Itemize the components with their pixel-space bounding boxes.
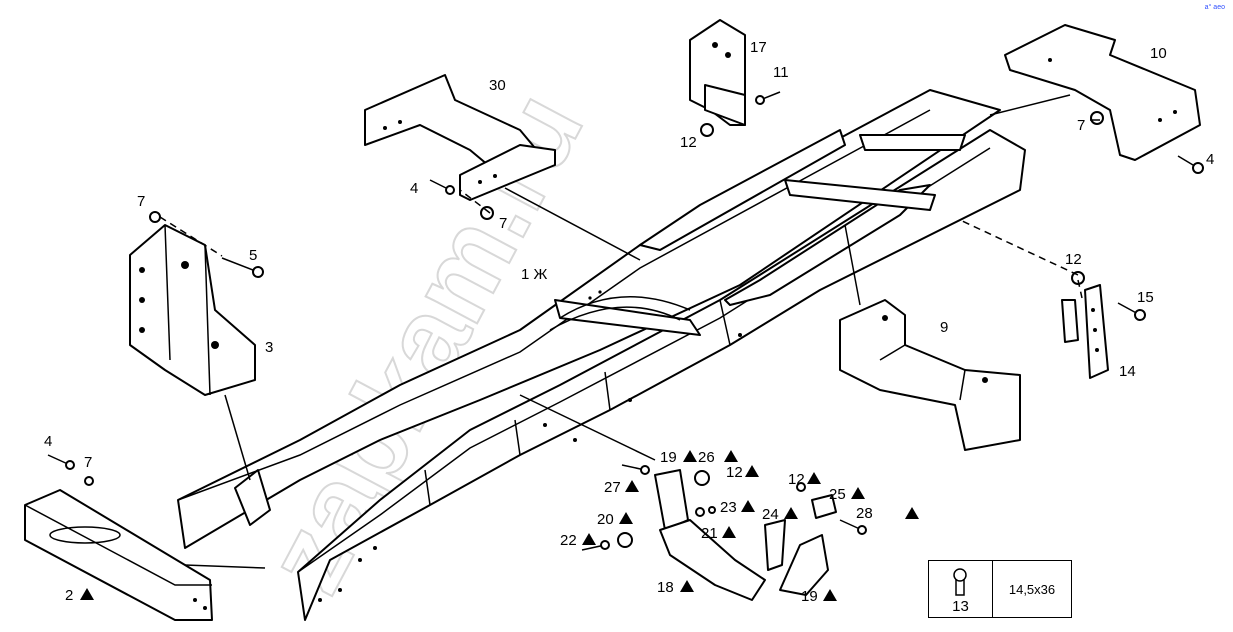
- label-part-24: 24: [762, 506, 779, 523]
- label-part-4a: 4: [1206, 151, 1214, 168]
- triangle-icon: [619, 512, 633, 524]
- triangle-icon: [722, 526, 736, 538]
- label-part-10: 10: [1150, 45, 1167, 62]
- label-part-17: 17: [750, 39, 767, 56]
- label-part-21: 21: [701, 525, 718, 542]
- label-part-7c: 7: [499, 215, 507, 232]
- label-part-2: 2: [65, 587, 73, 604]
- label-part-12a: 12: [680, 134, 697, 151]
- bumper-2: [24, 489, 213, 621]
- label-part-3: 3: [265, 339, 273, 356]
- leader-lines: [159, 94, 1100, 569]
- main-frame: [177, 89, 1026, 621]
- label-part-20: 20: [597, 511, 614, 528]
- label-part-12d: 12: [788, 471, 805, 488]
- corner-mark: a° aeo: [1204, 4, 1225, 11]
- label-part-27: 27: [604, 479, 621, 496]
- label-part-28: 28: [856, 505, 873, 522]
- triangle-icon: [625, 480, 639, 492]
- label-part-7b: 7: [137, 193, 145, 210]
- label-part-7a: 7: [1077, 117, 1085, 134]
- label-part-25: 25: [829, 486, 846, 503]
- label-part-15: 15: [1137, 289, 1154, 306]
- label-part-9: 9: [940, 319, 948, 336]
- label-part-1: 1 Ж: [521, 266, 548, 283]
- label-part-4c: 4: [44, 433, 52, 450]
- bolt-legend-icon-cell: 13: [929, 561, 993, 617]
- label-part-7d: 7: [84, 454, 92, 471]
- label-part-23: 23: [720, 499, 737, 516]
- triangle-icon: [851, 487, 865, 499]
- label-part-18: 18: [657, 579, 674, 596]
- legend-size: 14,5x36: [1008, 581, 1056, 597]
- legend-part-number: 13: [952, 598, 969, 615]
- label-part-26: 26: [698, 449, 715, 466]
- triangle-icon: [741, 500, 755, 512]
- bolt-hole-icon: [953, 568, 967, 596]
- label-part-5: 5: [249, 247, 257, 264]
- bracket-17: [689, 19, 746, 126]
- part-labels: 30 17 11 12 10 7 4 7 5 4 7 1 Ж 3 12 15 9…: [44, 39, 1214, 605]
- triangle-icon: [807, 472, 821, 484]
- label-part-19a: 19: [660, 449, 677, 466]
- label-part-30: 30: [489, 77, 506, 94]
- triangle-icon: [784, 507, 798, 519]
- triangle-icon: [905, 507, 919, 519]
- label-part-11: 11: [773, 64, 789, 81]
- fasteners: [47, 91, 1204, 551]
- label-part-19b: 19: [801, 588, 818, 605]
- triangle-icon: [80, 588, 94, 600]
- mount-3: [129, 224, 256, 396]
- triangle-icon: [680, 580, 694, 592]
- triangle-icon: [683, 450, 697, 462]
- bracket-9: [839, 299, 1021, 451]
- bracket-14: [1061, 284, 1109, 379]
- triangle-icon: [582, 533, 596, 545]
- label-part-22: 22: [560, 532, 577, 549]
- bolt-spec-legend: 13 14,5x36: [928, 560, 1072, 618]
- triangle-icon: [823, 589, 837, 601]
- triangle-markers: [80, 450, 919, 601]
- bracket-30: [364, 74, 556, 201]
- plate-10: [1004, 24, 1201, 161]
- label-part-12c: 12: [726, 464, 743, 481]
- small-parts-cluster: [617, 469, 837, 601]
- triangle-icon: [724, 450, 738, 462]
- triangle-icon: [745, 465, 759, 477]
- label-part-14: 14: [1119, 363, 1136, 380]
- label-part-4b: 4: [410, 180, 418, 197]
- label-part-12b: 12: [1065, 251, 1082, 268]
